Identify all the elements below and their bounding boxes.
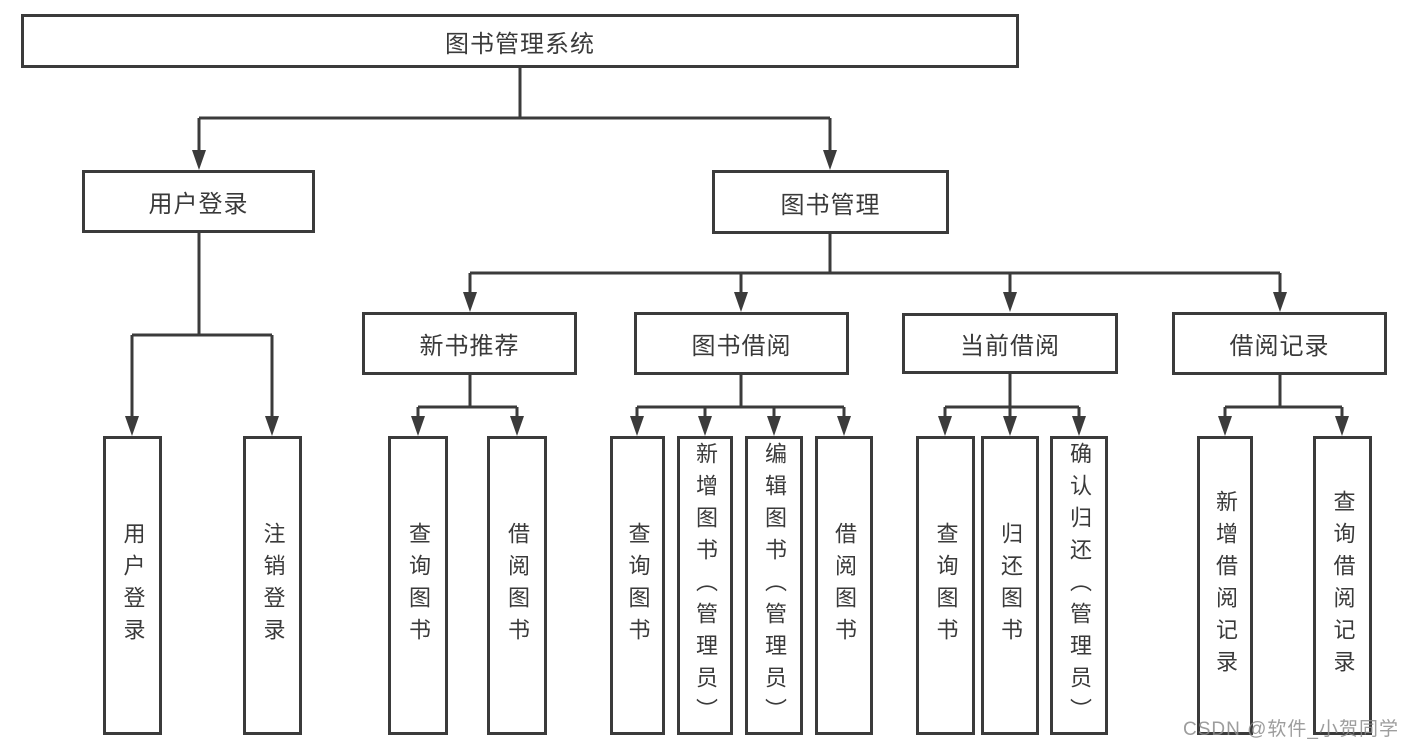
arrow-book-borrowing	[734, 292, 748, 312]
leaf-query-books-recommend-label: 查询图书	[406, 521, 431, 650]
leaf-edit-books-admin-label: 编辑图书（管理员）	[762, 441, 787, 730]
node-book-management: 图书管理	[712, 170, 949, 234]
node-current-borrowing-label: 当前借阅	[960, 333, 1060, 360]
leaf-logout-label: 注销登录	[260, 521, 286, 650]
arrow-leaf-user-login	[125, 416, 139, 436]
connector-recommend-children	[416, 375, 519, 418]
node-book-borrowing-label: 图书借阅	[691, 333, 792, 360]
node-borrowing-records: 借阅记录	[1172, 312, 1387, 375]
node-root-label: 图书管理系统	[445, 30, 595, 58]
leaf-add-books-admin: 新增图书（管理员）	[677, 436, 733, 735]
arrow-leaf-return-books	[1003, 416, 1017, 436]
leaf-borrow-books-recommend: 借阅图书	[487, 436, 547, 735]
connector-borrowing-children	[635, 375, 846, 418]
connector-records-children	[1223, 375, 1344, 418]
node-book-management-label: 图书管理	[780, 191, 881, 219]
node-user-login-label: 用户登录	[148, 191, 249, 218]
leaf-add-borrow-record-label: 新增借阅记录	[1213, 489, 1238, 682]
leaf-confirm-return-admin-label: 确认归还（管理员）	[1067, 441, 1092, 730]
leaf-logout: 注销登录	[243, 436, 302, 735]
connector-current-children	[943, 374, 1081, 418]
leaf-query-borrow-record-label: 查询借阅记录	[1330, 489, 1356, 682]
leaf-add-borrow-record: 新增借阅记录	[1197, 436, 1253, 735]
arrow-borrowing-records	[1273, 292, 1287, 312]
connector-book-mgmt-children	[468, 234, 1282, 294]
leaf-query-books-borrowing: 查询图书	[610, 436, 665, 735]
leaf-return-books: 归还图书	[981, 436, 1039, 735]
arrow-book-management	[823, 150, 837, 170]
arrow-leaf-confirm-return	[1072, 416, 1086, 436]
leaf-user-login: 用户登录	[103, 436, 162, 735]
node-book-borrowing: 图书借阅	[634, 312, 849, 375]
arrow-leaf-query-books-current	[938, 416, 952, 436]
arrow-current-borrowing	[1003, 292, 1017, 312]
node-borrowing-records-label: 借阅记录	[1229, 333, 1330, 360]
arrow-leaf-edit-books	[767, 416, 781, 436]
node-user-login: 用户登录	[82, 170, 315, 233]
leaf-return-books-label: 归还图书	[998, 521, 1023, 650]
node-root: 图书管理系统	[21, 14, 1019, 68]
connector-root-to-level2	[197, 68, 832, 152]
arrow-leaf-logout	[265, 416, 279, 436]
leaf-edit-books-admin: 编辑图书（管理员）	[745, 436, 803, 735]
arrow-new-book-recommend	[463, 292, 477, 312]
csdn-watermark: CSDN @软件_小贺同学	[1183, 719, 1399, 740]
leaf-query-books-current: 查询图书	[916, 436, 975, 735]
leaf-borrow-books-borrowing-label: 借阅图书	[832, 521, 857, 650]
leaf-borrow-books-recommend-label: 借阅图书	[505, 521, 530, 650]
arrow-leaf-borrow-books-recommend	[510, 416, 524, 436]
leaf-user-login-label: 用户登录	[120, 521, 146, 650]
arrowheads	[125, 150, 1349, 436]
arrow-leaf-add-books	[698, 416, 712, 436]
arrow-leaf-query-borrow-record	[1335, 416, 1349, 436]
arrow-leaf-borrow-books-borrowing	[837, 416, 851, 436]
arrow-leaf-query-books-recommend	[411, 416, 425, 436]
leaf-add-books-admin-label: 新增图书（管理员）	[693, 441, 718, 730]
node-new-book-recommend-label: 新书推荐	[419, 333, 520, 360]
node-new-book-recommend: 新书推荐	[362, 312, 577, 375]
arrow-leaf-query-books-borrowing	[630, 416, 644, 436]
leaf-query-books-current-label: 查询图书	[933, 521, 959, 650]
arrow-user-login	[192, 150, 206, 170]
arrow-leaf-add-borrow-record	[1218, 416, 1232, 436]
leaf-query-borrow-record: 查询借阅记录	[1313, 436, 1372, 735]
leaf-confirm-return-admin: 确认归还（管理员）	[1050, 436, 1108, 735]
node-current-borrowing: 当前借阅	[902, 313, 1118, 374]
connector-user-login-children	[130, 233, 274, 418]
leaf-query-books-recommend: 查询图书	[388, 436, 448, 735]
leaf-query-books-borrowing-label: 查询图书	[625, 521, 651, 650]
leaf-borrow-books-borrowing: 借阅图书	[815, 436, 873, 735]
